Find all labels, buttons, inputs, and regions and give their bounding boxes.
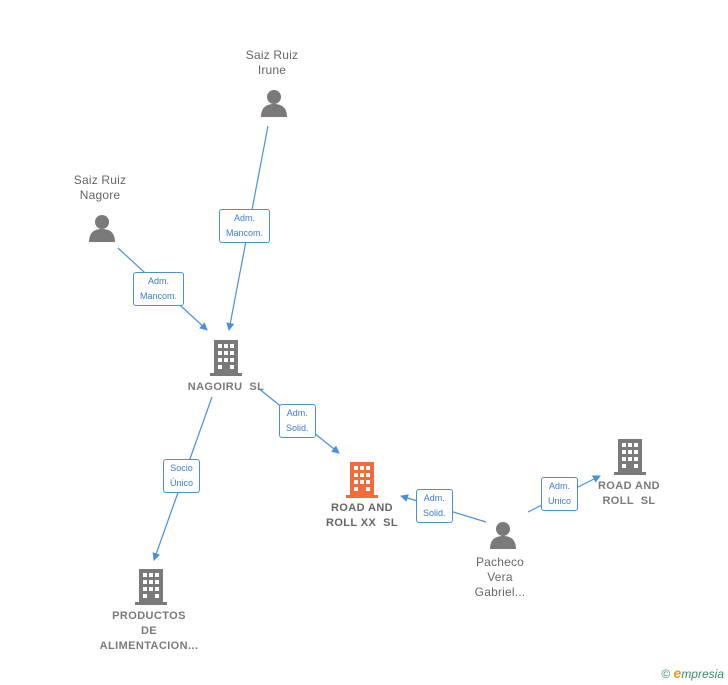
brand-footer: © empresia	[661, 665, 724, 681]
brand-name: mpresia	[681, 667, 724, 681]
node-label-pacheco[interactable]: Pacheco Vera Gabriel...	[474, 555, 526, 599]
node-label-saiz-irune[interactable]: Saiz Ruiz Irune	[245, 48, 299, 77]
person-icon[interactable]	[488, 520, 518, 550]
building-icon[interactable]	[614, 439, 646, 475]
node-label-productos[interactable]: PRODUCTOS DE ALIMENTACION...	[99, 610, 199, 652]
edge-label-pacheco-roadxx[interactable]: Adm. Solid.	[416, 489, 453, 523]
building-icon[interactable]	[135, 569, 167, 605]
person-icon[interactable]	[259, 88, 289, 118]
edge-label-nagoiru-roadxx[interactable]: Adm. Solid.	[279, 404, 316, 438]
node-label-nagoiru[interactable]: NAGOIRU SL	[187, 381, 265, 393]
edge-label-nagoiru-productos[interactable]: Socio Único	[163, 459, 201, 493]
brand-logo-initial: e	[673, 665, 682, 681]
edge-label-irune-nagoiru[interactable]: Adm. Mancom.	[219, 209, 271, 243]
node-label-saiz-nagore[interactable]: Saiz Ruiz Nagore	[73, 173, 127, 202]
building-icon[interactable]	[346, 462, 378, 498]
edge-label-pacheco-roadroll[interactable]: Adm. Unico	[541, 477, 579, 511]
person-icon[interactable]	[87, 213, 117, 243]
node-label-road-xx[interactable]: ROAD AND ROLL XX SL	[325, 502, 399, 529]
copyright-symbol: ©	[661, 667, 671, 681]
building-icon[interactable]	[210, 340, 242, 376]
node-label-road-roll[interactable]: ROAD AND ROLL SL	[597, 480, 661, 507]
edge-label-nagore-nagoiru[interactable]: Adm. Mancom.	[133, 272, 185, 306]
